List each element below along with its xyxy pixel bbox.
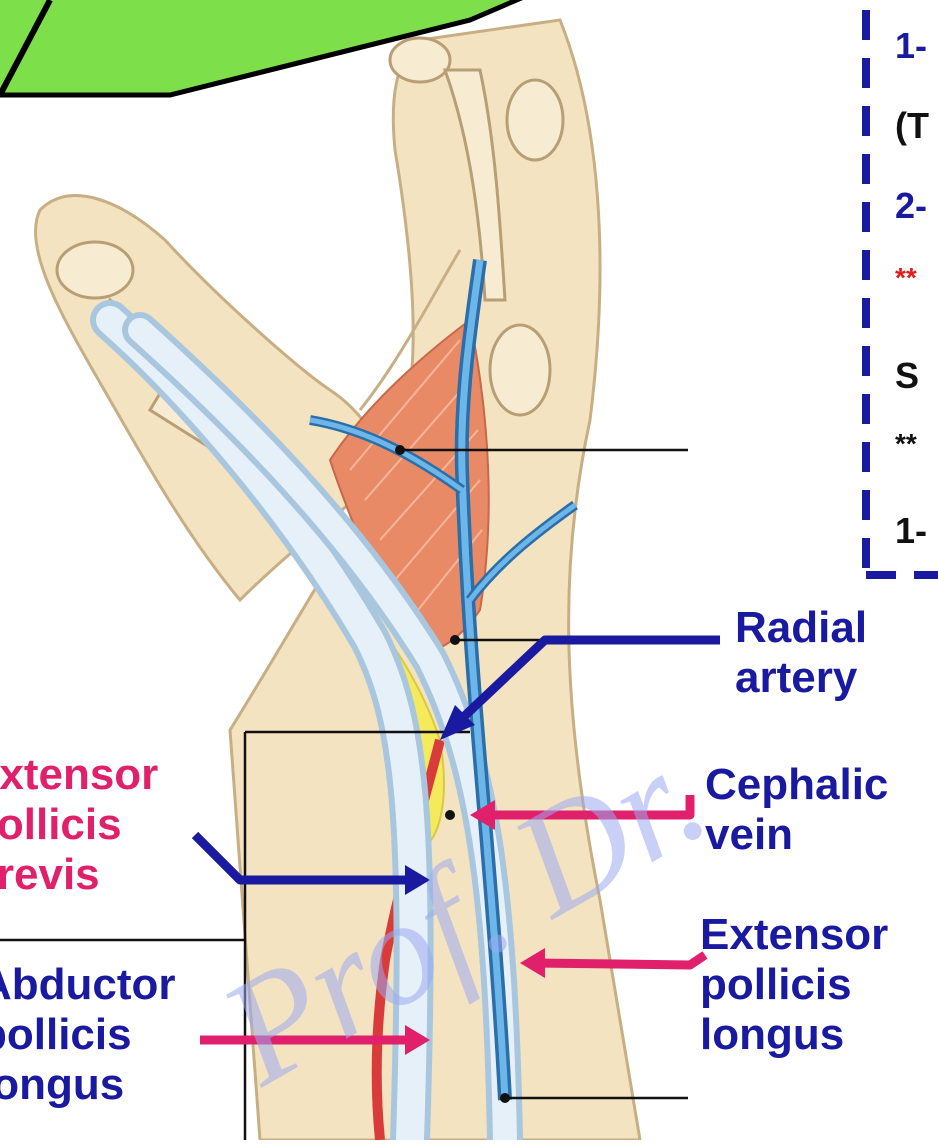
label-cephalic-vein: Cephalic vein [705,760,888,860]
side-line-5: S [895,355,919,397]
side-line-1: 1- [895,25,927,67]
side-line-7: 1- [895,510,927,552]
label-extensor-pollicis-brevis: Extensor pollicis brevis [0,750,158,900]
side-line-3: 2- [895,185,927,227]
side-line-4: ** [895,262,917,294]
side-line-2: (T [895,105,929,147]
label-radial-artery: Radial artery [735,603,867,703]
label-abductor-pollicis-longus: Abductor pollicis longus [0,960,176,1110]
label-extensor-pollicis-longus: Extensor pollicis longus [700,910,888,1060]
side-line-6: ** [895,428,917,460]
